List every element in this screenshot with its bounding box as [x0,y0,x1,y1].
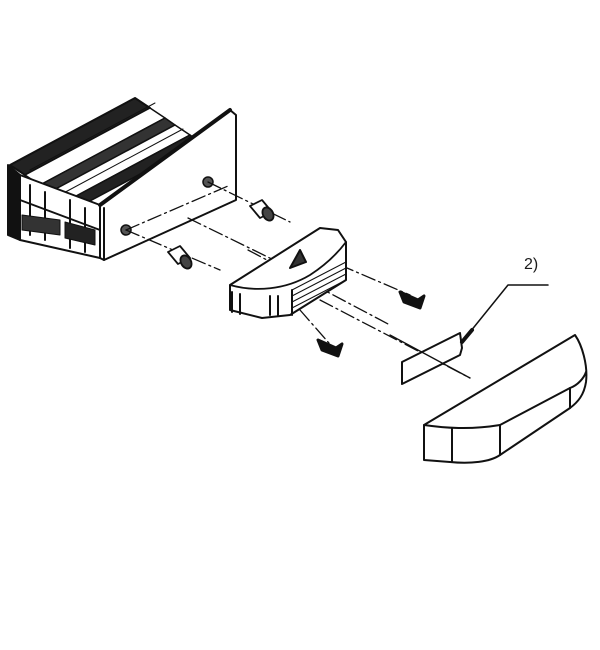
screws [316,290,426,358]
aluminium-profile [7,97,237,261]
spacer-sleeves [167,199,275,270]
end-cap [423,334,588,464]
callout-leader [460,284,549,344]
callout-label: 2) [524,256,539,273]
bracket [229,227,347,319]
label-plate [389,332,471,385]
